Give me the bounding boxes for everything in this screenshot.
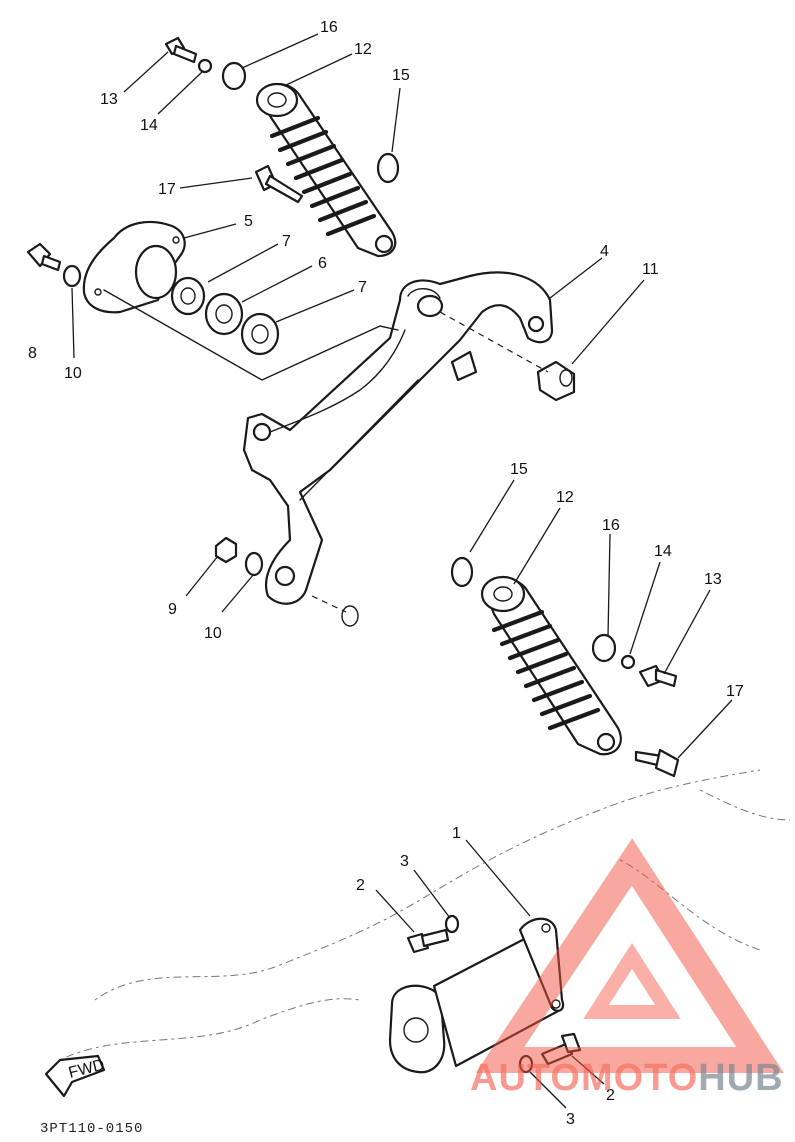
rear-arm-cover <box>82 220 186 314</box>
callout-17-upper: 17 <box>158 181 176 198</box>
lower-shock-absorber <box>480 575 622 756</box>
upper-shock-spring <box>269 115 377 237</box>
lower-shock-spring <box>491 609 601 731</box>
callout-15-upper: 15 <box>392 67 410 84</box>
callout-8: 8 <box>28 345 37 362</box>
bolt-2-upper <box>406 928 450 954</box>
upper-shock-absorber <box>255 82 397 258</box>
callout-4: 4 <box>600 243 609 260</box>
callout-3-upper: 3 <box>400 853 409 870</box>
bolt-17-lower <box>634 748 680 778</box>
callout-5: 5 <box>244 213 253 230</box>
callout-3-lower: 3 <box>566 1111 575 1128</box>
callout-14-lower: 14 <box>654 543 672 560</box>
callout-9: 9 <box>168 601 177 618</box>
callout-7-lower: 7 <box>358 279 367 296</box>
washer-3-upper <box>444 914 460 934</box>
leader-lines <box>71 33 733 1109</box>
callout-2-lower: 2 <box>606 1087 615 1104</box>
washer-15-lower <box>450 556 474 588</box>
bolt-13-upper <box>164 36 198 64</box>
callout-numbers: 16 12 13 14 15 17 5 7 6 7 4 11 8 10 9 10… <box>28 19 744 1128</box>
washer-10-lower <box>244 551 264 577</box>
callout-10-upper: 10 <box>64 365 82 382</box>
callout-12-upper: 12 <box>354 41 372 58</box>
callout-11: 11 <box>642 261 659 278</box>
collar <box>439 311 576 402</box>
callout-17-lower: 17 <box>726 683 744 700</box>
cover-axis-line <box>103 289 399 381</box>
callout-13-upper: 13 <box>100 91 118 108</box>
drawing-code: 3PT110-0150 <box>40 1121 143 1137</box>
callout-1: 1 <box>452 825 461 842</box>
washer-15-upper <box>376 152 400 184</box>
logo-triangle-inner <box>583 943 681 1019</box>
logo-triangle-outer <box>475 838 784 1073</box>
bearing-lower <box>240 312 280 356</box>
callout-13-lower: 13 <box>704 571 722 588</box>
automotohub-watermark: AUTOMOTOHUB <box>470 838 784 1099</box>
engine-case-outline <box>59 769 791 1061</box>
axle-hint <box>311 595 347 613</box>
washer-10-upper <box>62 264 82 288</box>
washer-16-lower <box>591 633 617 663</box>
callout-16-lower: 16 <box>602 517 620 534</box>
callout-10-lower: 10 <box>204 625 222 642</box>
washer-14-upper <box>197 58 213 74</box>
callout-15-lower: 15 <box>510 461 528 478</box>
rear-arm <box>242 271 554 605</box>
callout-6: 6 <box>318 255 327 272</box>
washer-3-lower <box>518 1054 534 1074</box>
callout-16-upper: 16 <box>320 19 338 36</box>
callout-14-upper: 14 <box>140 117 158 134</box>
washer-14-lower <box>620 654 636 670</box>
bolt-13-lower <box>638 664 678 688</box>
nut-9 <box>214 536 238 564</box>
forward-direction-arrow: FWD <box>44 1054 106 1098</box>
bolt-8 <box>26 242 62 272</box>
bolt-2-lower <box>540 1032 582 1066</box>
washer-16-upper <box>221 61 247 91</box>
callout-7-upper: 7 <box>282 233 291 250</box>
engine-bracket <box>388 917 565 1074</box>
callout-12-lower: 12 <box>556 489 574 506</box>
logo-brand-text: AUTOMOTOHUB <box>470 1057 784 1099</box>
bearing-middle <box>204 292 244 336</box>
bearing-upper <box>170 276 206 316</box>
callout-2-upper: 2 <box>356 877 365 894</box>
bolt-17-upper <box>254 164 304 204</box>
